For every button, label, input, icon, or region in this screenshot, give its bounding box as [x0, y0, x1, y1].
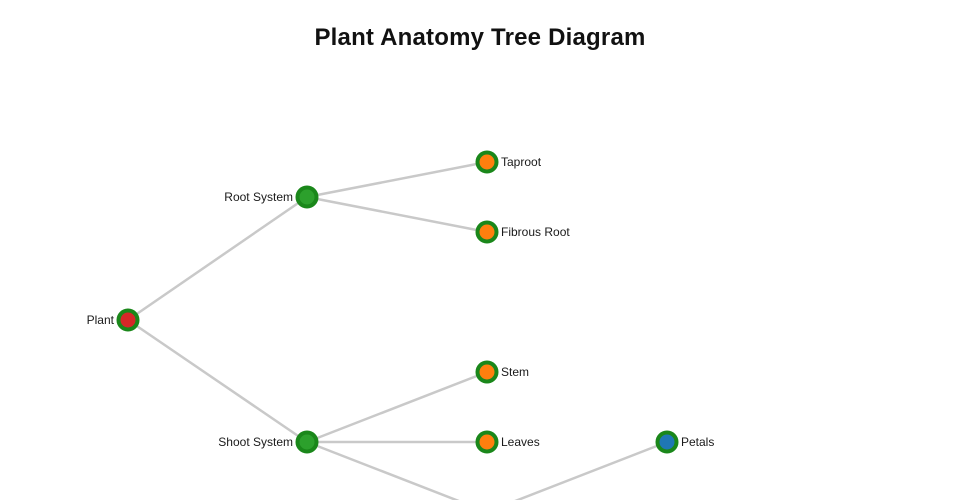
node-leaves — [475, 430, 499, 454]
node-label-taproot: Taproot — [501, 155, 542, 169]
node-label-shoot-system: Shoot System — [218, 435, 293, 449]
node-root-system — [295, 185, 319, 209]
edge-root-system-taproot — [306, 160, 488, 199]
node-label-fibrous-root: Fibrous Root — [501, 225, 570, 239]
node-taproot — [475, 150, 499, 174]
node-label-plant: Plant — [87, 313, 115, 327]
edge-offscreen-node-petals — [514, 440, 668, 500]
node-plant — [116, 308, 140, 332]
node-petals — [655, 430, 679, 454]
node-label-root-system: Root System — [224, 190, 293, 204]
node-label-petals: Petals — [681, 435, 714, 449]
node-stem — [475, 360, 499, 384]
edge-root-system-fibrous-root — [306, 195, 488, 234]
node-label-stem: Stem — [501, 365, 529, 379]
edge-plant-root-system — [127, 195, 308, 322]
edge-shoot-system-stem — [306, 370, 488, 444]
edge-plant-shoot-system — [127, 318, 308, 444]
node-fibrous-root — [475, 220, 499, 244]
diagram-title: Plant Anatomy Tree Diagram — [314, 24, 646, 51]
node-label-leaves: Leaves — [501, 435, 540, 449]
edge-shoot-system-offscreen-node — [306, 440, 460, 500]
node-shoot-system — [295, 430, 319, 454]
